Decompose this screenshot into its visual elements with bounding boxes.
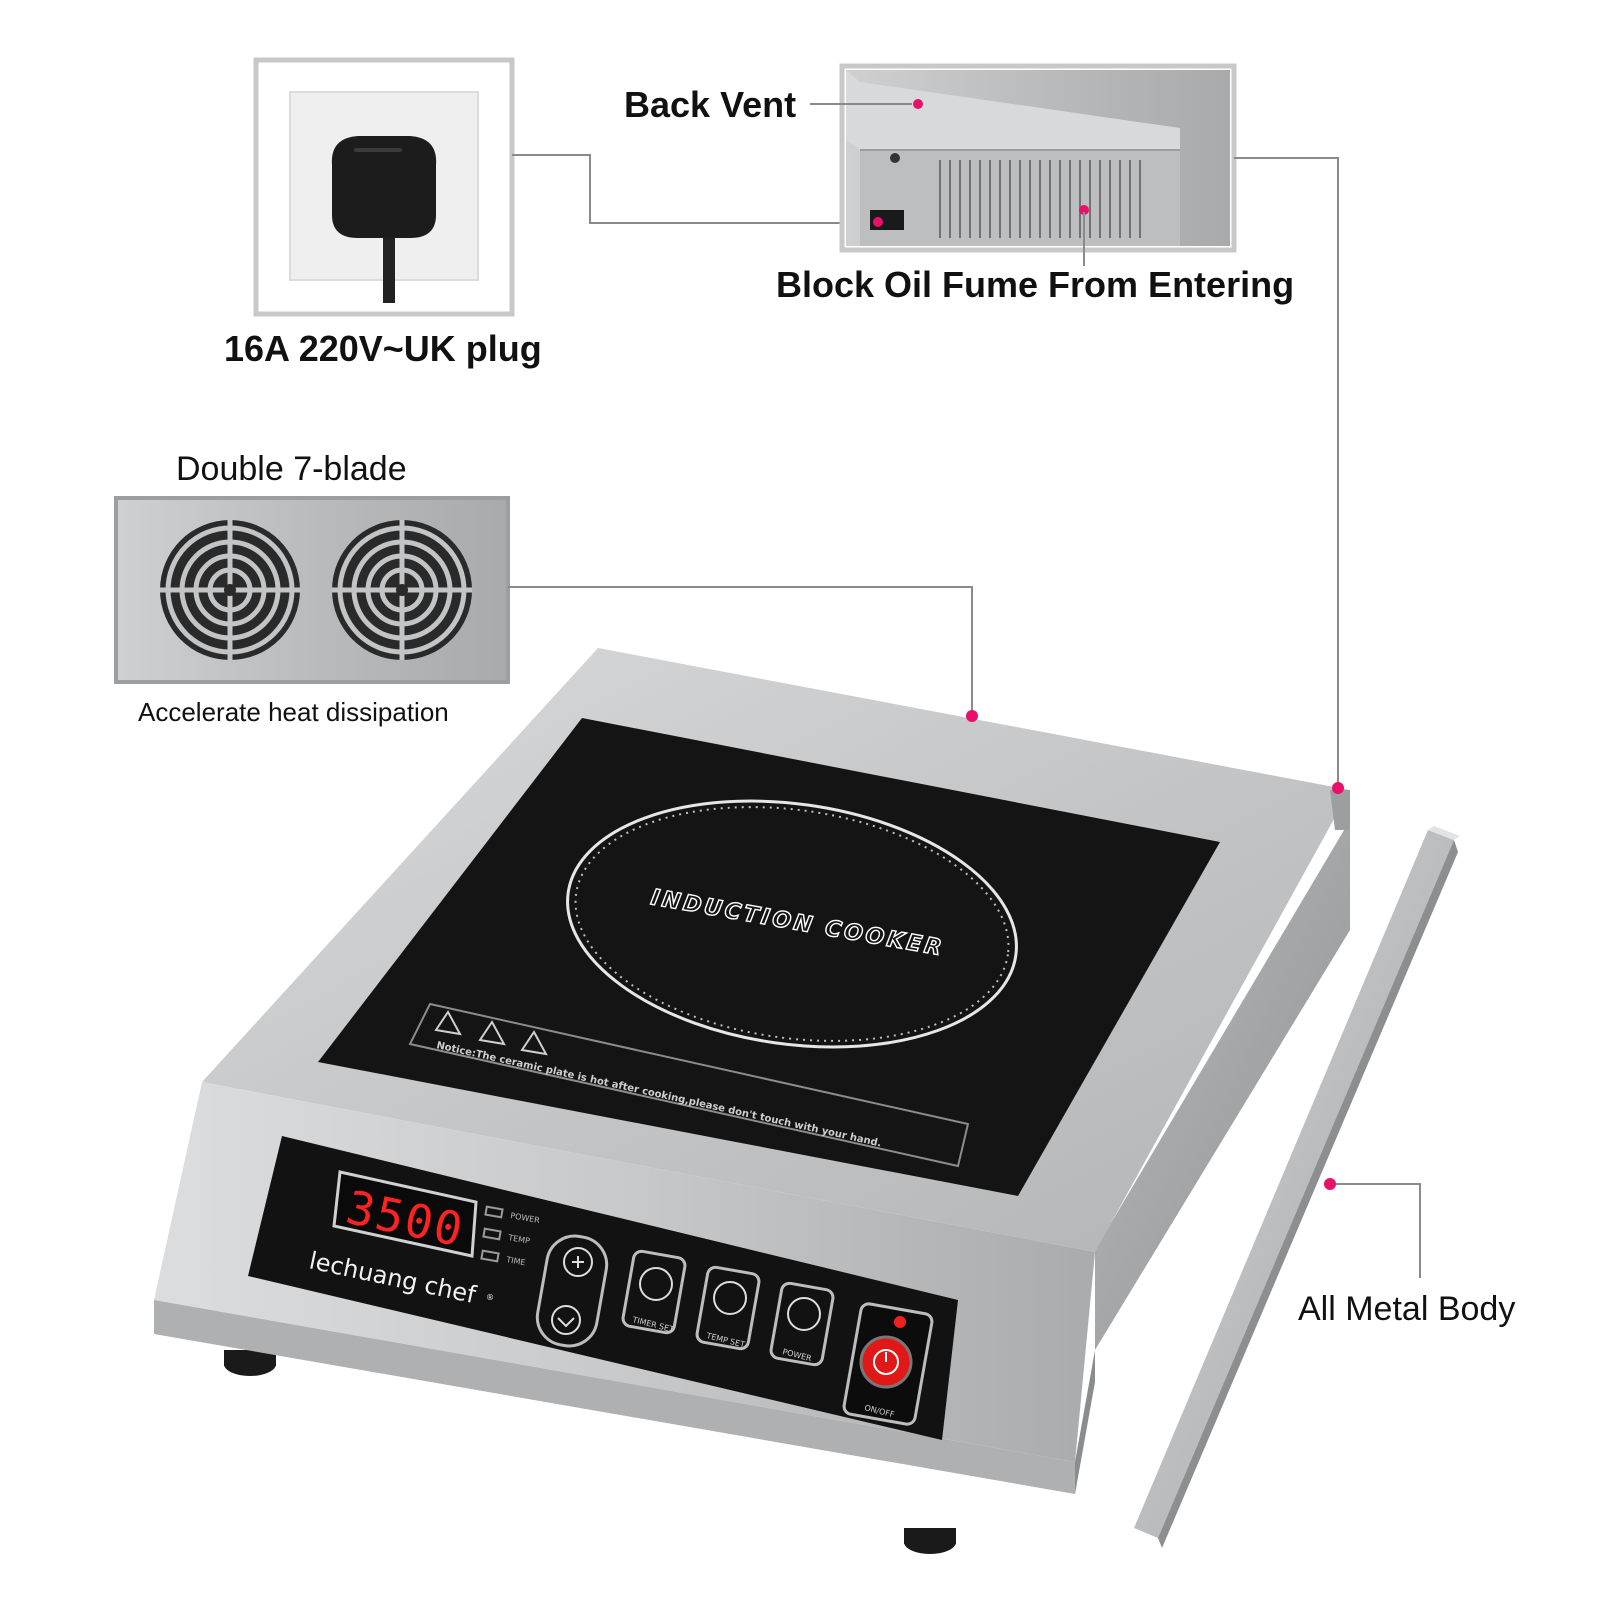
metal-body-label: All Metal Body: [1298, 1290, 1516, 1328]
cooking-zone-ring: [566, 799, 1018, 1049]
clock-icon: [639, 1267, 673, 1301]
indicator-temp-label: TEMP: [507, 1233, 531, 1246]
fan-left-icon: [160, 520, 300, 660]
power-button[interactable]: [769, 1281, 835, 1367]
plug-leader-line: [512, 154, 856, 224]
plug-inlet-marker: [873, 217, 883, 227]
fan-leader-line: [508, 586, 973, 714]
onoff-led: [894, 1316, 906, 1328]
metal-body-marker: [1324, 1178, 1336, 1190]
side-wall: [1095, 820, 1350, 1350]
flame-icon: [787, 1297, 821, 1331]
metal-side-panel: [1134, 826, 1460, 1548]
plus-icon: [563, 1247, 593, 1277]
warning-icons: [434, 1010, 548, 1056]
back-marker: [1332, 782, 1344, 794]
display-window: [332, 1170, 478, 1258]
induction-cooktop: [154, 648, 1350, 1554]
vent-screw-hole: [890, 153, 900, 163]
brand-registered-mark: ®: [486, 1293, 494, 1302]
notice-frame: [408, 1002, 970, 1168]
plug-callout-box: [253, 57, 515, 317]
vent-slots: [939, 160, 1141, 238]
back-vent-label: Back Vent: [624, 84, 797, 125]
plug-icon: [331, 136, 437, 238]
indicator-time-label: TIME: [505, 1255, 526, 1267]
bottom-edge: [154, 1300, 1075, 1494]
indicator-lights: [480, 1205, 504, 1263]
temp-set-button[interactable]: [695, 1265, 761, 1351]
oil-fume-marker: [1079, 205, 1089, 215]
oil-fume-label: Block Oil Fume From Entering: [776, 264, 1295, 305]
metal-body-leader-line: [1336, 1183, 1421, 1278]
back-vent-callout-box: [839, 63, 1237, 253]
fan-right-icon: [332, 520, 472, 660]
plug-cable: [383, 235, 395, 303]
minus-icon: [551, 1305, 581, 1335]
vent-to-body-leader-line: [1234, 157, 1339, 786]
plug-label: 16A 220V~UK plug: [224, 328, 542, 369]
power-symbol-icon: [873, 1349, 899, 1375]
fan-caption-label: Accelerate heat dissipation: [138, 697, 449, 727]
back-vent-marker: [913, 99, 923, 109]
fan-marker: [966, 710, 978, 722]
up-down-button[interactable]: [533, 1232, 611, 1351]
ceramic-glass: [318, 718, 1220, 1196]
thermometer-icon: [713, 1281, 747, 1315]
fan-title-label: Double 7-blade: [176, 450, 407, 488]
timer-set-button[interactable]: [621, 1249, 687, 1335]
fan-callout-box: [114, 496, 510, 684]
